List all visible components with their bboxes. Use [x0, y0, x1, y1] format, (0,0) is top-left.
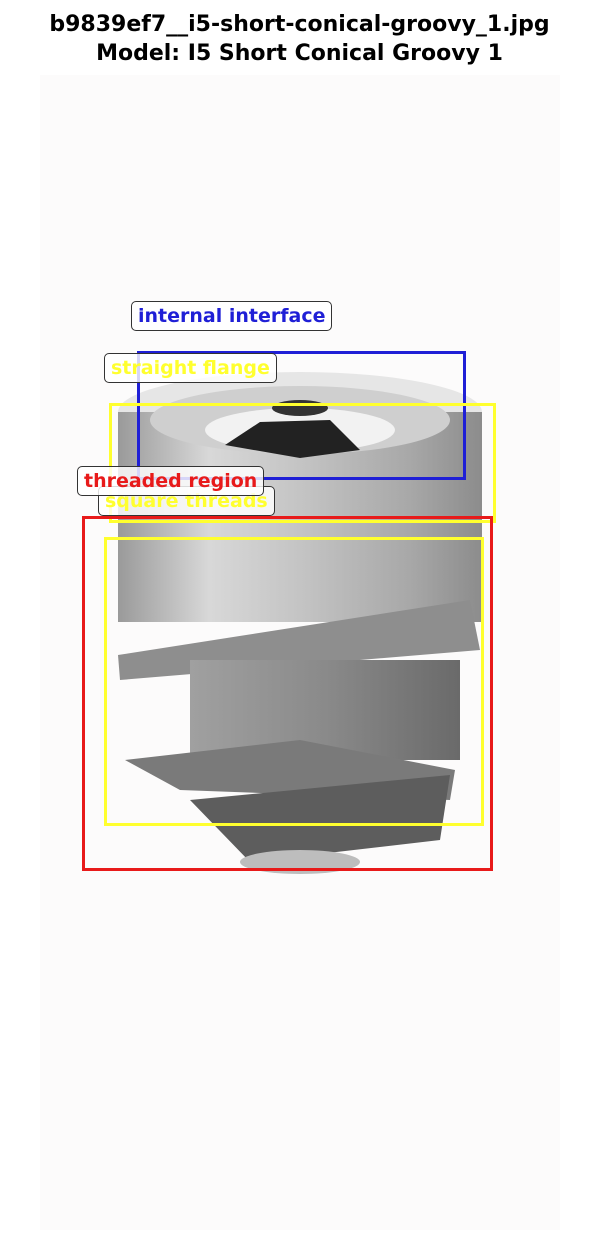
box-internal-interface [137, 351, 466, 480]
label-internal-interface: internal interface [131, 301, 333, 331]
box-square-threads [104, 537, 484, 826]
box-threaded-region [82, 516, 493, 871]
label-straight-flange: straight flange [104, 353, 277, 383]
model-name: Model: I5 Short Conical Groovy 1 [96, 41, 503, 66]
image-filename: b9839ef7__i5-short-conical-groovy_1.jpg [49, 12, 550, 37]
label-threaded-region: threaded region [77, 466, 265, 496]
box-straight-flange [109, 403, 496, 523]
